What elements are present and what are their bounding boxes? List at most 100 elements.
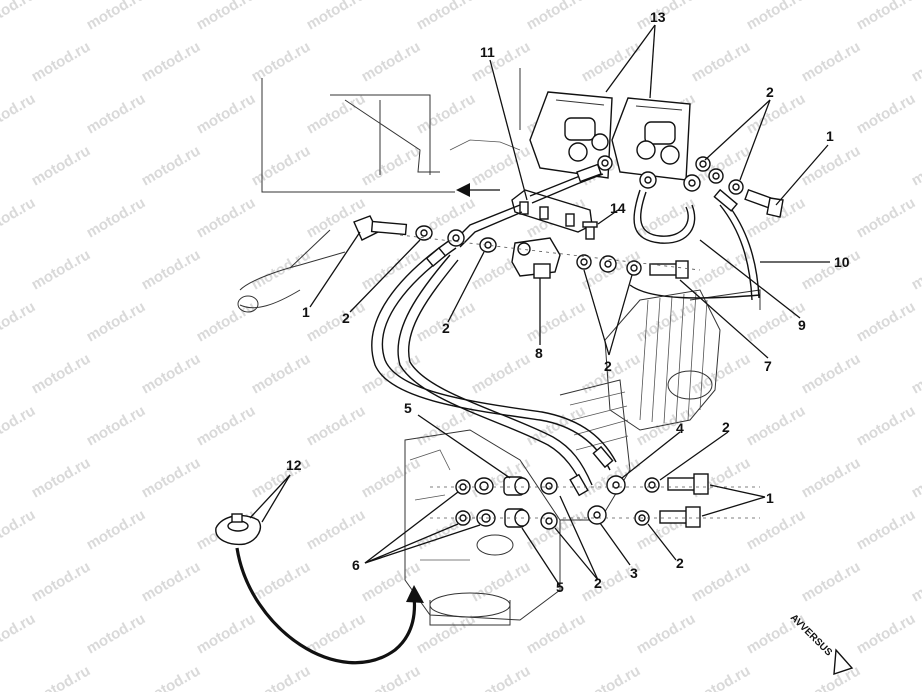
watermark-text: motod.ru (854, 402, 919, 449)
watermark-text: motod.ru (689, 558, 754, 605)
watermark-text: motod.ru (359, 454, 424, 501)
watermark-text: motod.ru (909, 246, 922, 293)
watermark-text: motod.ru (29, 350, 94, 397)
watermark-text: motod.ru (359, 662, 424, 692)
watermark-text: motod.ru (139, 662, 204, 692)
watermark-text: motod.ru (249, 454, 314, 501)
watermark-text: motod.ru (84, 402, 149, 449)
watermark-text: motod.ru (799, 662, 864, 692)
watermark-text: motod.ru (194, 90, 259, 137)
watermark-text: motod.ru (854, 610, 919, 657)
watermark-text: motod.ru (854, 0, 919, 33)
watermark-text: motod.ru (799, 38, 864, 85)
callout-5-top: 5 (404, 400, 412, 416)
watermark-text: motod.ru (359, 38, 424, 85)
watermark-text: motod.ru (634, 610, 699, 657)
watermark-text: motod.ru (744, 402, 809, 449)
watermark-text: motod.ru (194, 402, 259, 449)
callout-2-mid: 2 (442, 320, 450, 336)
watermark-text: motod.ru (139, 558, 204, 605)
watermark-text: motod.ru (469, 558, 534, 605)
callout-2-union: 2 (604, 358, 612, 374)
watermark-text: motod.ru (634, 0, 699, 33)
watermark-text: motod.ru (139, 454, 204, 501)
watermark-text: motod.ru (84, 0, 149, 33)
watermark-text: motod.ru (0, 194, 38, 241)
watermark-text: motod.ru (29, 454, 94, 501)
watermark-text: motod.ru (194, 298, 259, 345)
watermark-text: motod.ru (414, 90, 479, 137)
watermark-text: motod.ru (689, 350, 754, 397)
watermark-text: motod.ru (29, 246, 94, 293)
callout-8: 8 (535, 345, 543, 361)
callout-10: 10 (834, 254, 850, 270)
caliper-right (612, 98, 690, 180)
watermark-text: motod.ru (0, 298, 38, 345)
watermark-text: motod.ru (909, 142, 922, 189)
watermark-text: motod.ru (249, 142, 314, 189)
watermark-text: motod.ru (249, 558, 314, 605)
watermark-text: motod.ru (524, 402, 589, 449)
callout-11: 11 (480, 44, 495, 60)
callout-7: 7 (764, 358, 772, 374)
watermark-text: motod.ru (29, 38, 94, 85)
watermark-text: motod.ru (744, 90, 809, 137)
watermark-text: motod.ru (854, 506, 919, 553)
watermark-text: motod.ru (799, 454, 864, 501)
callout-3: 3 (630, 565, 638, 581)
watermark-text: motod.ru (359, 142, 424, 189)
callout-5-bottom: 5 (556, 579, 564, 595)
watermark-text: motod.ru (854, 194, 919, 241)
watermark-text: motod.ru (689, 38, 754, 85)
callout-1-right: 1 (766, 490, 774, 506)
watermark-text: motod.ru (304, 610, 369, 657)
callout-1-left: 1 (302, 304, 310, 320)
watermark-text: motod.ru (359, 350, 424, 397)
watermark-text: motod.ru (909, 350, 922, 397)
watermark-text: motod.ru (29, 662, 94, 692)
watermark-text: motod.ru (249, 350, 314, 397)
watermark-text: motod.ru (909, 662, 922, 692)
watermark-text: motod.ru (799, 350, 864, 397)
hose-union (512, 238, 560, 278)
watermark-text: motod.ru (84, 90, 149, 137)
watermark-text: motod.ru (469, 662, 534, 692)
callout-2-top: 2 (766, 84, 774, 100)
watermark-text: motod.ru (469, 38, 534, 85)
watermark-text: motod.ru (799, 246, 864, 293)
watermark-text: motod.ru (0, 90, 38, 137)
watermark-text: motod.ru (84, 506, 149, 553)
watermark-text: motod.ru (194, 0, 259, 33)
watermark-text: motod.ru (304, 402, 369, 449)
watermark-text: motod.ru (854, 90, 919, 137)
watermark-text: motod.ru (909, 38, 922, 85)
watermark-text: motod.ru (689, 246, 754, 293)
bolt-left (354, 216, 406, 240)
callout-12: 12 (286, 457, 302, 473)
callout-2-left: 2 (342, 310, 350, 326)
callout-9: 9 (798, 317, 806, 333)
watermark-text: motod.ru (194, 610, 259, 657)
direction-label: AVVERSUS (788, 612, 834, 658)
watermark-text: motod.ru (0, 610, 38, 657)
watermark-text: motod.ru (0, 402, 38, 449)
callout-14: 14 (610, 200, 626, 216)
watermark-text: motod.ru (139, 38, 204, 85)
watermark-text: motod.ru (304, 506, 369, 553)
watermark-text: motod.ru (414, 0, 479, 33)
watermark-text: motod.ru (469, 142, 534, 189)
callout-2-bottom: 2 (594, 575, 602, 591)
watermark-text: motod.ru (139, 142, 204, 189)
callout-2-right: 2 (722, 419, 730, 435)
watermark-text: motod.ru (744, 0, 809, 33)
watermark-text: motod.ru (469, 350, 534, 397)
watermark-text: motod.ru (139, 246, 204, 293)
watermark-text: motod.ru (249, 246, 314, 293)
watermark-text: motod.ru (29, 558, 94, 605)
watermark-text: motod.ru (0, 0, 38, 33)
watermark-text: motod.ru (524, 0, 589, 33)
watermark-text: motod.ru (0, 506, 38, 553)
callout-1-top: 1 (826, 128, 834, 144)
